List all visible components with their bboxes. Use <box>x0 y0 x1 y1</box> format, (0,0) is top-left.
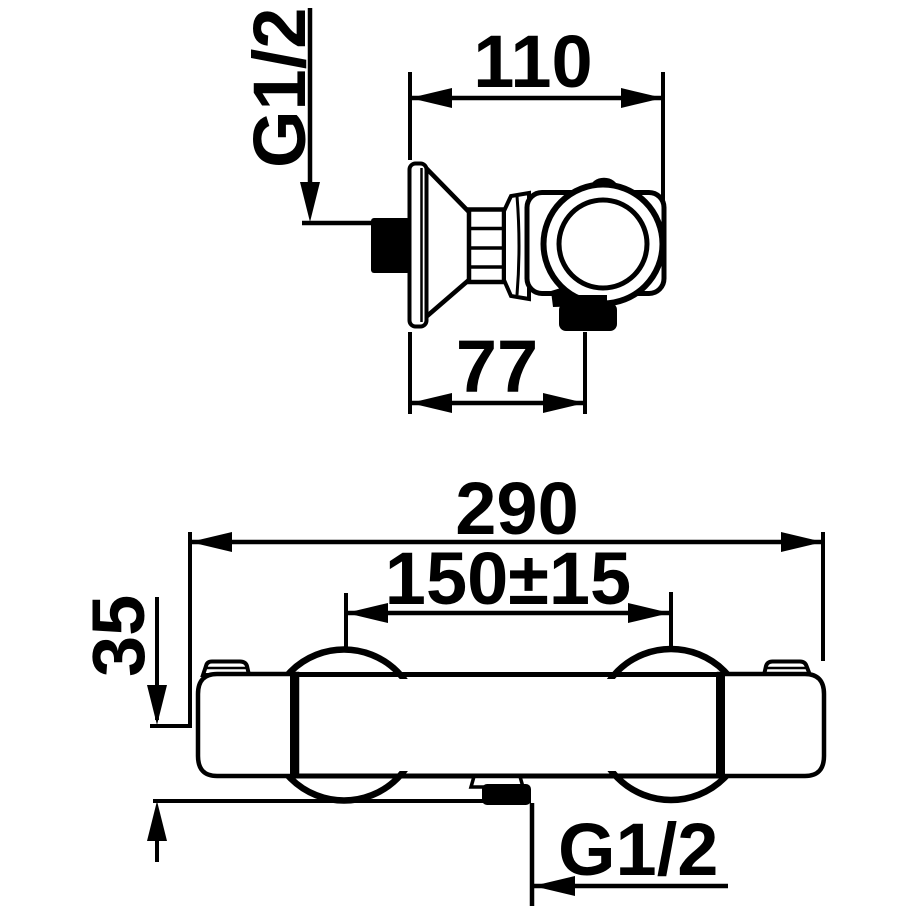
front-view-drawing <box>195 645 827 906</box>
end-cap-left <box>195 671 300 779</box>
dim-label-35: 35 <box>77 595 160 677</box>
dim-label-outlet-thread: G1/2 <box>558 808 718 891</box>
side-view-drawing <box>371 161 667 331</box>
outlet-connector-front <box>482 784 531 805</box>
dim-label-150: 150±15 <box>385 537 631 620</box>
dim-150-arrowhead-left-icon <box>346 603 388 623</box>
dim-label-290: 290 <box>455 467 578 550</box>
dim-290-arrowhead-right-icon <box>781 532 823 552</box>
end-cap-right <box>716 671 827 779</box>
side-view-dimensions <box>300 8 665 414</box>
inlet-thread-arrowhead-icon <box>300 182 320 222</box>
dim-77-arrowhead-right-icon <box>543 393 585 413</box>
swivel-joint-inner-line <box>515 195 521 296</box>
dim-label-110: 110 <box>473 20 592 103</box>
front-view-dimensions <box>147 532 825 862</box>
dim-110-arrowhead-right-icon <box>621 88 663 108</box>
dim-110-arrowhead-left-icon <box>410 88 452 108</box>
dim-label-inlet-thread: G1/2 <box>238 8 321 168</box>
escutcheon-plate <box>407 161 429 329</box>
escutcheon-cone-top <box>424 166 472 215</box>
dim-77-arrowhead-left-icon <box>410 393 452 413</box>
dim-35-arrowhead-down-icon <box>147 685 167 725</box>
escutcheon-cone-bottom <box>424 277 472 319</box>
outlet-connector-side <box>559 303 617 331</box>
dim-150-arrowhead-right-icon <box>628 603 670 623</box>
union-nut <box>466 207 507 285</box>
mixer-bar-body <box>284 679 726 771</box>
handle-inner-ring <box>556 197 650 291</box>
dimension-labels: G1/2 110 77 290 150±15 35 G1/2 <box>77 8 718 891</box>
dim-35-arrowhead-up-icon <box>147 801 167 841</box>
swivel-joint <box>502 190 531 302</box>
dim-290-arrowhead-left-icon <box>190 532 232 552</box>
dim-label-77: 77 <box>456 325 538 408</box>
outlet-thread-arrowhead-icon <box>533 876 575 896</box>
inlet-nipple <box>371 218 410 273</box>
